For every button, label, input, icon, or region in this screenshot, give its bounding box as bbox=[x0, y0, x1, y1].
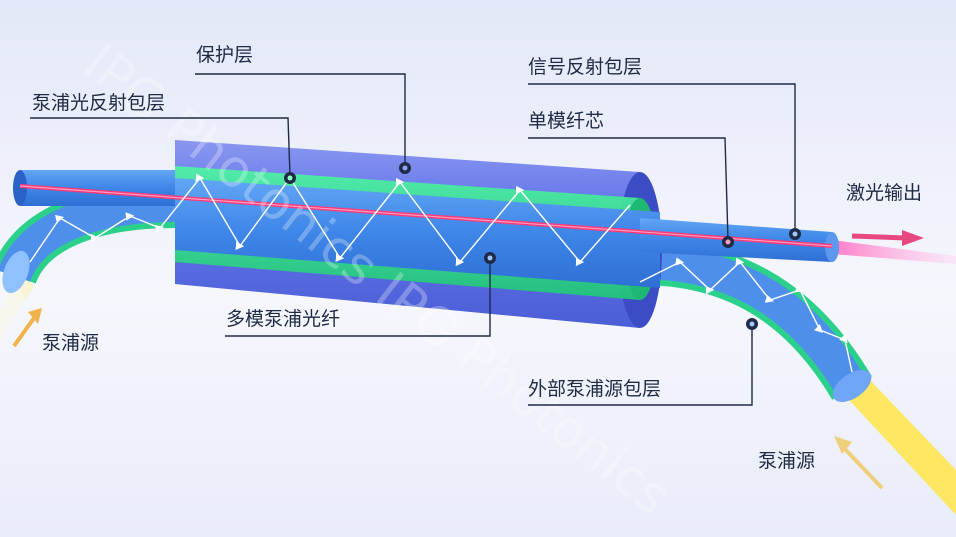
leader-pump-reflective-cladding bbox=[30, 117, 291, 177]
label-signal-reflective-cladding: 信号反射包层 bbox=[528, 56, 643, 78]
leader-multimode-pump-fiber bbox=[225, 258, 491, 337]
leader-single-mode-core bbox=[528, 137, 729, 241]
label-protective-layer: 保护层 bbox=[196, 44, 254, 66]
laser-output-arrow bbox=[851, 230, 924, 246]
pump-beam-right bbox=[838, 378, 956, 515]
leader-lines bbox=[30, 73, 796, 406]
leader-external-pump-cladding bbox=[528, 324, 753, 406]
label-single-mode-core: 单模纤芯 bbox=[528, 110, 605, 132]
label-external-pump-cladding: 外部泵浦源包层 bbox=[528, 378, 662, 400]
leader-dots bbox=[284, 162, 801, 330]
right-pump-fiber-end bbox=[832, 370, 872, 402]
pump-beam-left bbox=[0, 270, 34, 340]
pump-light-rays-right bbox=[639, 257, 853, 373]
leader-signal-reflective-cladding bbox=[528, 83, 796, 234]
label-multimode-pump-fiber: 多模泵浦光纤 bbox=[226, 308, 341, 330]
pump-source-arrow-right bbox=[834, 436, 884, 490]
label-pump-source-right: 泵浦源 bbox=[758, 450, 816, 472]
left-pump-fiber-end bbox=[2, 250, 30, 294]
label-pump-reflective-cladding: 泵浦光反射包层 bbox=[32, 92, 166, 114]
pump-source-arrow-left bbox=[12, 308, 42, 348]
label-laser-output: 激光输出 bbox=[846, 182, 923, 204]
pump-light-rays-left bbox=[29, 173, 631, 267]
leader-protective-layer bbox=[195, 73, 406, 166]
signal-fiber-right-end bbox=[825, 232, 839, 262]
label-pump-source-left: 泵浦源 bbox=[42, 332, 100, 354]
laser-output-beam bbox=[832, 240, 956, 264]
